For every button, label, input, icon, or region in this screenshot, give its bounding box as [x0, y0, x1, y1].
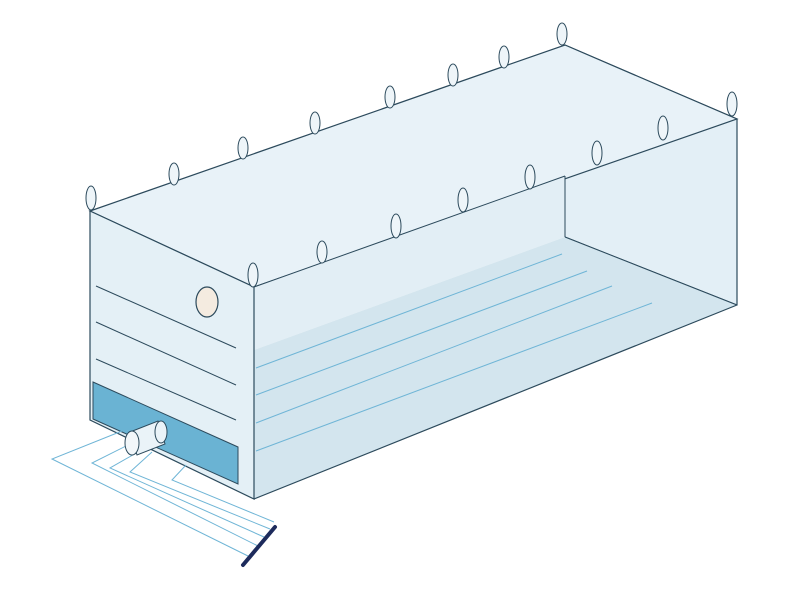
top-lifting-loop-icon: [726, 91, 738, 117]
top-lifting-loop-icon: [591, 140, 603, 166]
top-lifting-loop-icon: [657, 115, 669, 141]
top-lifting-loop-icon: [247, 262, 259, 288]
end-panel-lines: [95, 285, 237, 421]
top-lifting-loop-icon: [390, 213, 402, 239]
inner-top-edge: [253, 175, 566, 288]
top-lifting-loop-icon: [447, 63, 459, 87]
top-lifting-loop-icon: [556, 22, 568, 46]
liner-line: [255, 270, 588, 396]
top-lifting-loop-icon: [384, 85, 396, 109]
liner-line: [255, 302, 653, 452]
discharge-lines: [50, 430, 275, 557]
liner-line: [255, 253, 563, 369]
top-lifting-loop-icon: [168, 162, 180, 186]
top-lifting-loop-icon: [316, 240, 328, 264]
top-lifting-loop-icon: [457, 187, 469, 213]
floor-back-edge: [564, 236, 738, 306]
top-lifting-loop-icon: [498, 45, 510, 69]
bottom-edge: [253, 304, 738, 500]
liner-lines: [255, 253, 653, 452]
liner-line: [255, 285, 613, 424]
support-rail-icon: [241, 525, 277, 567]
top-lifting-loop-icon: [85, 185, 97, 211]
top-lifting-loop-icon: [237, 136, 249, 160]
floor: [254, 237, 737, 499]
porthole-icon: [195, 286, 219, 318]
discharge-spout-icon: [124, 420, 168, 456]
top-lifting-loop-icon: [309, 111, 321, 135]
inner-wall: [254, 176, 565, 350]
top-lifting-loops: [85, 22, 738, 288]
top-lifting-loop-icon: [524, 164, 536, 190]
